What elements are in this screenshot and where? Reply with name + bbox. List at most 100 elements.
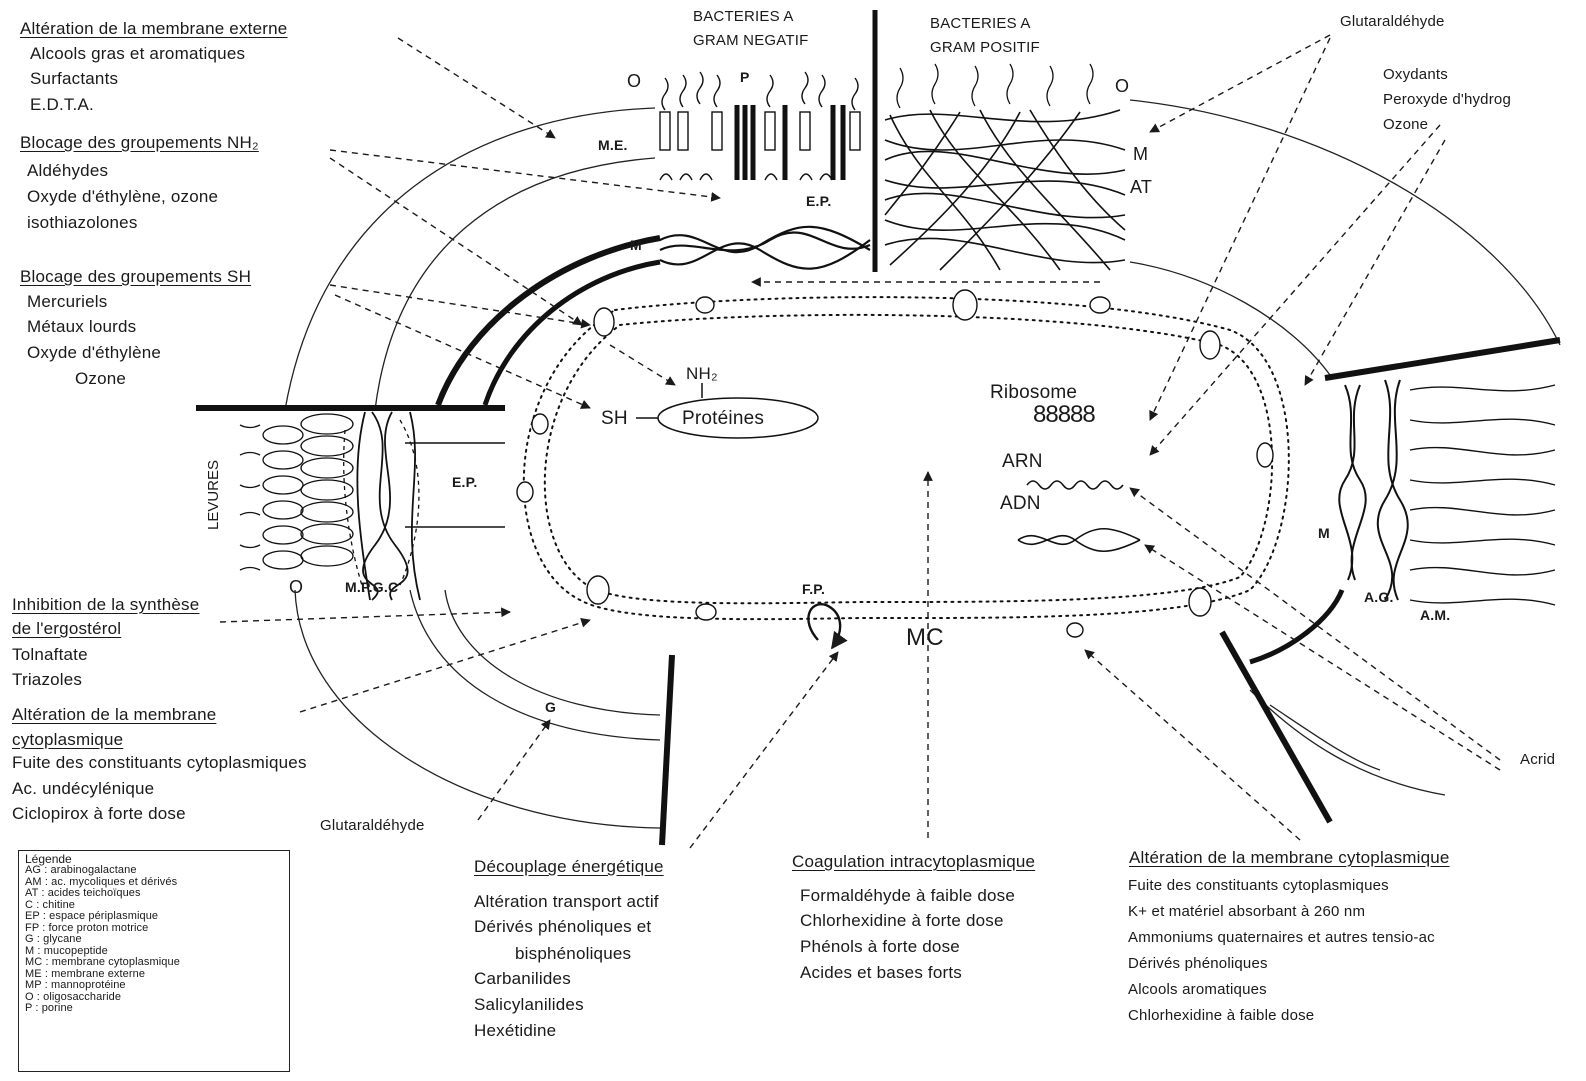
bottom-item: Formaldéhyde à faible dose (800, 886, 1015, 905)
proton-motive-loop (807, 603, 848, 650)
label-O-left-bottom: O (289, 577, 304, 597)
heading-coagulation: Coagulation intracytoplasmique (792, 852, 1036, 871)
bottom-item: K+ et matériel absorbant à 260 nm (1128, 903, 1366, 920)
bottom-item: Ammoniums quaternaires et autres tensio-… (1128, 929, 1435, 946)
legend-item: AM : ac. mycoliques et dérivés (25, 875, 178, 888)
left-item: Mercuriels (27, 292, 108, 311)
label-ADN: ADN (1000, 493, 1041, 514)
outer-membrane-lipids (659, 71, 861, 181)
label-M-left: M (630, 237, 642, 253)
proteins-molecule (636, 383, 819, 439)
left-item: Ozone (75, 369, 127, 388)
gram-positive-wall (884, 63, 1126, 271)
heading-uncoupling: Découplage énergétique (474, 857, 664, 876)
heading-cyto-membrane-right: Altération de la membrane cytoplasmique (1129, 848, 1450, 867)
label-M-right: M (1318, 525, 1330, 541)
cytoplasmic-membrane (516, 289, 1290, 638)
bottom-item: Fuite des constituants cytoplasmiques (1128, 877, 1389, 894)
left-item: Oxyde d'éthylène, ozone (27, 187, 219, 206)
legend-item: EP : espace périplasmique (25, 910, 159, 922)
left-item: Métaux lourds (27, 317, 137, 336)
label-SH: SH (601, 408, 628, 429)
bottom-item: Dérivés phénoliques (1128, 955, 1268, 972)
nucleic-acids (1017, 480, 1141, 552)
legend-item: MP : mannoprotéine (25, 979, 126, 991)
label-MC: MC (906, 624, 944, 651)
left-item: Triazoles (12, 670, 83, 689)
gram-positive-label-2: GRAM POSITIF (930, 39, 1040, 56)
legend-title: Légende (25, 852, 72, 866)
heading-nh2-block: Blocage des groupements NH₂ (20, 133, 259, 152)
ozone-label: Ozone (1383, 116, 1429, 133)
bottom-item: Acides et bases forts (800, 963, 962, 982)
peroxide-label: Peroxyde d'hydrog (1383, 91, 1512, 108)
heading-cyto-membrane-left-1: Altération de la membrane (12, 705, 217, 724)
bottom-item: Dérivés phénoliques et (474, 917, 652, 936)
action-arrows (219, 34, 1501, 849)
gram-negative-wall (659, 71, 871, 270)
left-item: Fuite des constituants cytoplasmiques (12, 753, 307, 772)
oxidants-label: Oxydants (1383, 66, 1448, 83)
label-P: P (740, 69, 750, 85)
heading-outer-membrane: Altération de la membrane externe (20, 19, 288, 38)
yeast-wall (239, 411, 505, 601)
label-G: G (545, 699, 557, 715)
label-O-right: O (1115, 76, 1130, 96)
label-proteins: Protéines (682, 408, 765, 429)
mycobacteria-wall (1338, 379, 1556, 606)
label-FP: F.P. (802, 581, 826, 597)
legend-item: FP : force proton motrice (25, 921, 149, 934)
heading-ergosterol-2: de l'ergostérol (12, 619, 122, 638)
glutaraldehyde-top: Glutaraldéhyde (1340, 13, 1445, 30)
heading-ergosterol-1: Inhibition de la synthèse (12, 595, 200, 614)
legend-item: M : mucopeptide (25, 944, 108, 957)
legend-item: MC : membrane cytoplasmique (25, 956, 180, 968)
legend-item: G : glycane (25, 933, 82, 945)
bottom-item: Altération transport actif (474, 892, 659, 911)
label-ribosome: Ribosome (990, 382, 1078, 403)
bottom-item: Chlorhexidine à forte dose (800, 911, 1004, 930)
label-levures: LEVURES (205, 459, 222, 530)
left-item: E.D.T.A. (30, 95, 94, 114)
gram-negative-label-2: GRAM NEGATIF (693, 32, 809, 49)
left-item: Aldéhydes (27, 161, 109, 180)
bottom-item: Salicylanilides (474, 995, 584, 1014)
label-EP-top: E.P. (806, 193, 832, 209)
legend-item: O : oligosaccharide (25, 990, 122, 1003)
bottom-item: Carbanilides (474, 969, 571, 988)
label-ME: M.E. (598, 137, 628, 153)
label-AM: A.M. (1420, 607, 1451, 623)
label-AG: A.G. (1364, 589, 1394, 605)
legend-item: P : porine (25, 1002, 73, 1014)
left-item: Ciclopirox à forte dose (12, 804, 186, 823)
mucopeptide-braid (659, 225, 871, 270)
legend-item: AT : acides teichoïques (25, 887, 141, 899)
legend-item: AG : arabinogalactane (25, 864, 137, 876)
porin-bars (734, 105, 846, 180)
label-NH2: NH₂ (686, 364, 718, 383)
legend-box: Légende AG : arabinogalactane AM : ac. m… (18, 850, 290, 1072)
bottom-item: Chlorhexidine à faible dose (1128, 1007, 1315, 1024)
label-AT: AT (1130, 177, 1153, 197)
glutaraldehyde-bottom: Glutaraldéhyde (320, 817, 425, 834)
label-ARN: ARN (1002, 451, 1043, 472)
label-O: O (627, 71, 642, 91)
bottom-item: Phénols à forte dose (800, 937, 960, 956)
heading-cyto-membrane-left-2: cytoplasmique (12, 730, 124, 749)
heading-sh-block: Blocage des groupements SH (20, 267, 252, 286)
label-MPGC: M.P.G.C (345, 579, 399, 595)
gram-negative-label-1: BACTERIES A (693, 8, 794, 25)
legend-item: C : chitine (25, 898, 76, 911)
left-item: Surfactants (30, 69, 119, 88)
label-EP-left: E.P. (452, 474, 478, 490)
left-item: Ac. undécylénique (12, 779, 155, 798)
bottom-item: Alcools aromatiques (1128, 981, 1267, 998)
bottom-item: bisphénoliques (515, 944, 632, 963)
left-item: Oxyde d'éthylène (27, 343, 162, 362)
wall-bars (196, 10, 1561, 846)
ribosome-icon: 88888 (1033, 401, 1096, 428)
acridine-label: Acrid (1520, 751, 1556, 768)
left-item: isothiazolones (27, 213, 138, 232)
outer-arcs (284, 99, 1561, 829)
